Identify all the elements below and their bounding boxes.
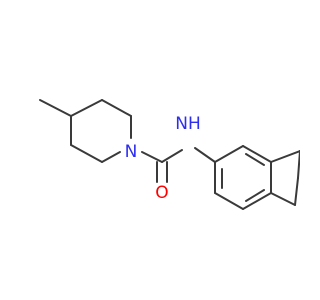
structure-canvas: N NH O (39, 99, 300, 210)
bond-ar-6 (214, 145, 244, 163)
bond-cp-4 (294, 177, 299, 206)
bond-ar-5 (242, 145, 272, 163)
bond-carbonyl-nh (161, 149, 183, 163)
bond-ar-inner-2 (245, 189, 265, 202)
bond-cp-3 (270, 192, 296, 206)
atom-label-n-piperidine: N (125, 142, 138, 162)
molecule-structure: N NH O (39, 99, 300, 210)
bond-nh-aryl (194, 147, 216, 163)
bond-ar-inner-3 (245, 153, 265, 166)
bond-cp-1 (270, 150, 300, 163)
bond-methyl (39, 99, 72, 117)
bond-pip-c3-c2 (101, 99, 132, 117)
bond-pip-c4-c3 (70, 99, 103, 117)
atom-label-o-carbonyl: O (155, 183, 168, 203)
atom-label-nh-amide: NH (175, 114, 201, 134)
bond-ar-2 (214, 192, 244, 210)
bond-pip-c6-c5 (70, 144, 103, 163)
bond-pip-n-c6 (101, 151, 121, 163)
bond-cp-5 (297, 150, 300, 179)
bond-ar-3 (242, 192, 272, 210)
bond-n-carbonyl (141, 151, 163, 163)
